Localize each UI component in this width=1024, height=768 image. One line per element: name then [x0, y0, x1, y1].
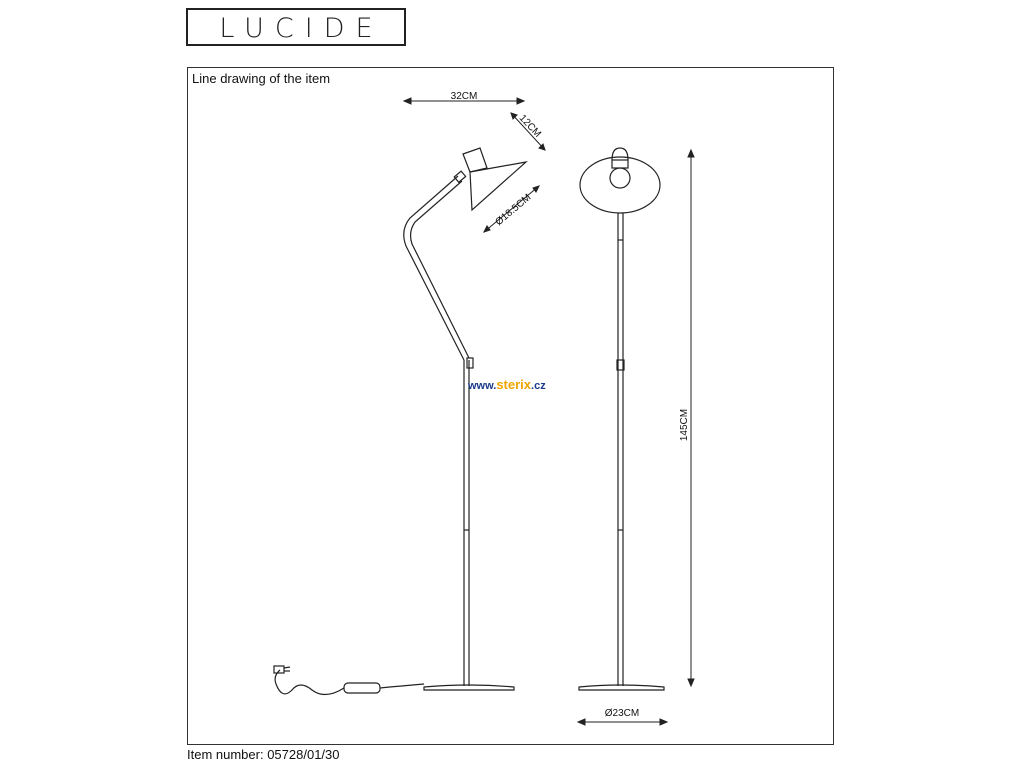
drawing-frame: Line drawing of the item	[187, 67, 834, 745]
base-dimension-label: Ø23CM	[605, 708, 639, 719]
front-lamp-shade	[579, 156, 661, 214]
watermark-prefix: www.	[468, 380, 497, 392]
power-cable	[273, 665, 425, 696]
side-view-lamp	[403, 147, 528, 691]
shade-height-dimension-label: 12CM	[517, 113, 543, 140]
plug	[273, 665, 285, 674]
front-lamp-base	[578, 684, 665, 691]
lucide-logo: LUCIDE	[186, 8, 406, 46]
drawing-title: Line drawing of the item	[192, 71, 331, 86]
height-dimension-label: 145CM	[679, 409, 690, 441]
side-lamp-base	[423, 684, 515, 691]
front-lamp-switch	[616, 359, 625, 371]
item-number: Item number: 05728/01/30	[187, 747, 340, 762]
front-view-lamp	[578, 147, 665, 691]
side-lamp-shade	[469, 161, 528, 212]
side-lamp-socket	[462, 147, 488, 173]
shade-diameter-dimension-line	[483, 185, 540, 233]
shade-height-dimension-line	[510, 112, 546, 151]
inline-switch	[343, 682, 381, 694]
width-dimension-label: 32CM	[451, 91, 478, 102]
sterix-watermark: www.sterix.cz	[468, 377, 546, 392]
watermark-suffix: .cz	[531, 380, 546, 392]
watermark-brand: sterix	[496, 377, 532, 392]
logo-text: LUCIDE	[219, 13, 384, 44]
shade-diameter-dimension-label: Ø18.5CM	[493, 192, 533, 228]
side-lamp-switch	[466, 357, 474, 369]
